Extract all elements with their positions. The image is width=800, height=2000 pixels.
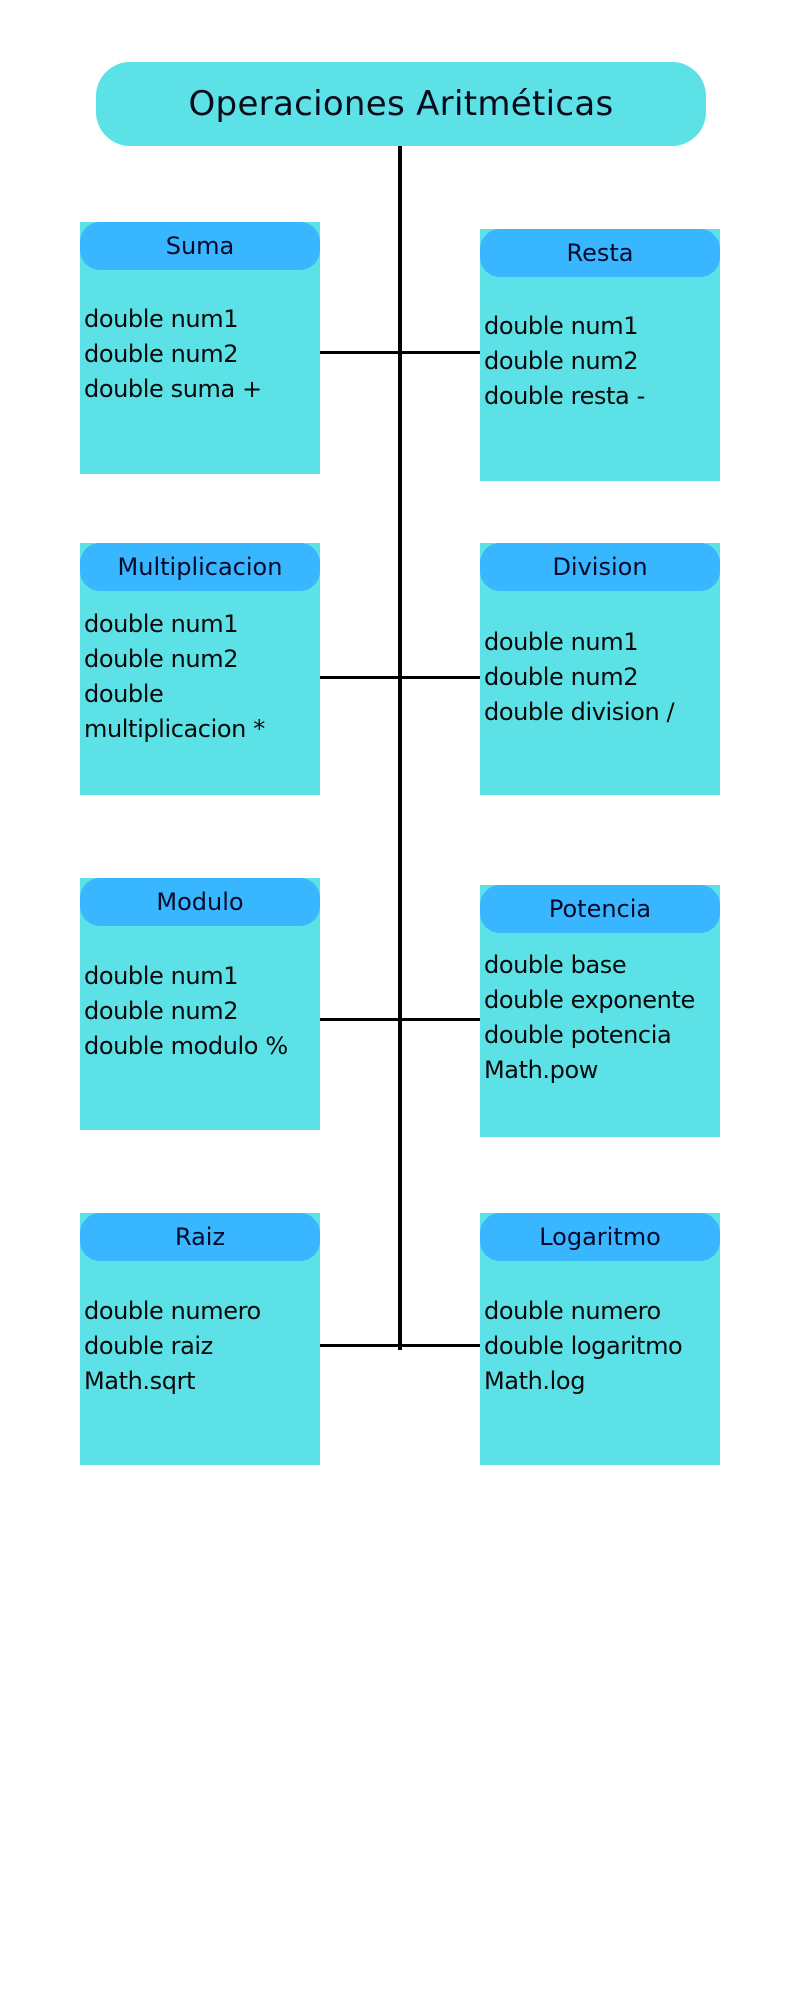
card-body: double num1 double num2 double modulo % <box>84 959 316 1064</box>
card-header: Raiz <box>80 1213 320 1261</box>
card-body: double numero double raiz Math.sqrt <box>84 1294 316 1399</box>
card-line: multiplicacion * <box>84 715 265 743</box>
card-line: double numero <box>484 1297 661 1325</box>
card-body: double numero double logaritmo Math.log <box>484 1294 716 1399</box>
card-line: double resta - <box>484 382 645 410</box>
card-header: Logaritmo <box>480 1213 720 1261</box>
card-division: Division double num1 double num2 double … <box>480 543 720 795</box>
card-line: double base <box>484 951 627 979</box>
connector-row-4 <box>320 1344 480 1347</box>
card-line: double num1 <box>484 312 639 340</box>
card-line: double num1 <box>84 305 239 333</box>
connector-row-3 <box>320 1018 480 1021</box>
connector-row-1 <box>320 351 480 354</box>
card-line: double num2 <box>84 340 239 368</box>
card-body: double num1 double num2 double division … <box>484 625 716 730</box>
card-body: double num1 double num2 double resta - <box>484 309 716 414</box>
card-line: double modulo % <box>84 1032 288 1060</box>
main-connector <box>398 146 402 1350</box>
card-line: double <box>84 680 164 708</box>
card-line: double num2 <box>84 645 239 673</box>
card-header: Suma <box>80 222 320 270</box>
connector-row-2 <box>320 676 480 679</box>
card-modulo: Modulo double num1 double num2 double mo… <box>80 878 320 1130</box>
card-header: Multiplicacion <box>80 543 320 591</box>
card-raiz: Raiz double numero double raiz Math.sqrt <box>80 1213 320 1465</box>
card-body: double base double exponente double pote… <box>484 948 716 1088</box>
card-line: Math.pow <box>484 1056 599 1084</box>
card-header: Resta <box>480 229 720 277</box>
card-line: double num1 <box>84 610 239 638</box>
card-line: double num2 <box>484 347 639 375</box>
card-header: Modulo <box>80 878 320 926</box>
card-line: double raiz <box>84 1332 213 1360</box>
card-line: double potencia <box>484 1021 672 1049</box>
card-line: double division / <box>484 698 675 726</box>
card-line: double num2 <box>484 663 639 691</box>
card-potencia: Potencia double base double exponente do… <box>480 885 720 1137</box>
card-resta: Resta double num1 double num2 double res… <box>480 229 720 481</box>
card-line: double num1 <box>84 962 239 990</box>
card-line: double num1 <box>484 628 639 656</box>
card-multiplicacion: Multiplicacion double num1 double num2 d… <box>80 543 320 795</box>
card-line: Math.sqrt <box>84 1367 196 1395</box>
card-line: double suma + <box>84 375 262 403</box>
card-line: double exponente <box>484 986 695 1014</box>
card-body: double num1 double num2 double multiplic… <box>84 607 316 747</box>
card-line: Math.log <box>484 1367 586 1395</box>
card-line: double logaritmo <box>484 1332 683 1360</box>
diagram-title: Operaciones Aritméticas <box>96 62 706 146</box>
card-suma: Suma double num1 double num2 double suma… <box>80 222 320 474</box>
card-body: double num1 double num2 double suma + <box>84 302 316 407</box>
card-header: Potencia <box>480 885 720 933</box>
card-header: Division <box>480 543 720 591</box>
card-line: double numero <box>84 1297 261 1325</box>
card-line: double num2 <box>84 997 239 1025</box>
card-logaritmo: Logaritmo double numero double logaritmo… <box>480 1213 720 1465</box>
